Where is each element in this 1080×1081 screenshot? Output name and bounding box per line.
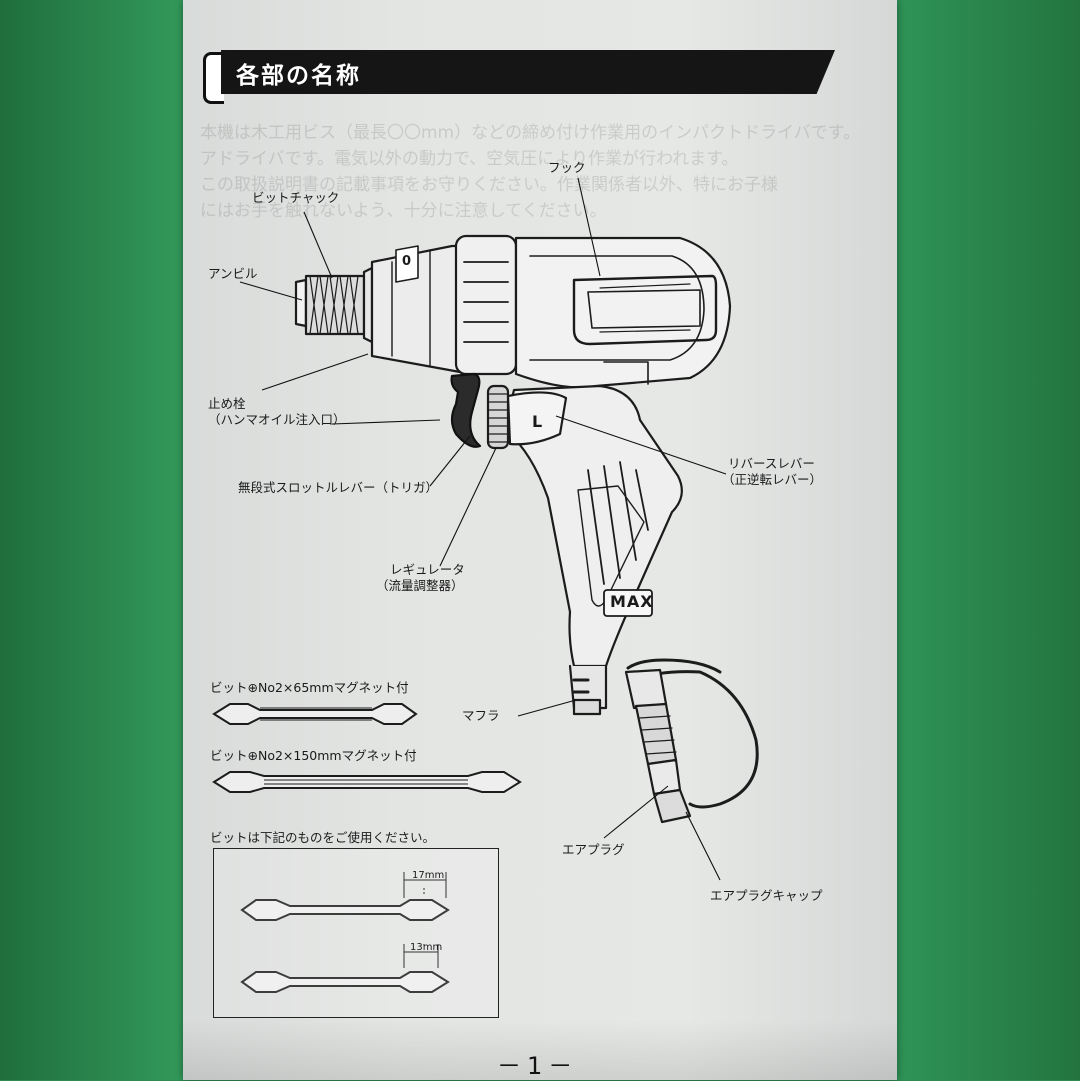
label-regulator: レギュレータ xyxy=(390,562,465,577)
label-hook: フック xyxy=(548,160,586,175)
label-air-plug: エアプラグ xyxy=(562,842,625,857)
title-bar xyxy=(221,50,835,94)
background-text-line: この取扱説明書の記載事項をお守りください。作業関係者以外、特にお子様 xyxy=(200,175,778,195)
brand-logo: MAX xyxy=(610,592,654,611)
page-shadow xyxy=(183,1020,897,1080)
desk-background-left xyxy=(0,0,185,1080)
recommended-bit-short xyxy=(240,971,450,993)
label-muffler: マフラ xyxy=(462,708,500,723)
dimension-lines xyxy=(403,872,447,968)
label-anvil: アンビル xyxy=(208,266,258,281)
leader-lines xyxy=(239,177,727,881)
bit-65mm-drawing xyxy=(212,703,418,725)
label-reverse-lever-note: （正逆転レバー） xyxy=(722,472,823,487)
section-tab xyxy=(203,52,224,104)
label-regulator-note: （流量調整器） xyxy=(376,578,464,593)
nose-housing xyxy=(370,244,462,374)
trigger xyxy=(450,372,482,448)
dial-mark: 0 xyxy=(402,254,412,269)
label-reverse-lever: リバースレバー xyxy=(728,456,815,471)
page-title: 各部の名称 xyxy=(236,63,361,89)
brand-plate xyxy=(603,589,653,617)
recommended-bits-box xyxy=(213,848,499,1018)
dimension-17mm: 17mm xyxy=(412,870,445,881)
hook xyxy=(572,274,718,346)
background-text-line: アドライバです。電気以外の動力で、空気圧により作業が行われます。 xyxy=(200,149,739,169)
recommended-bit-long xyxy=(240,899,450,921)
background-text-line: 本機は木工用ビス（最長〇〇mm）などの締め付け作業用のインパクトドライバです。 xyxy=(200,123,861,143)
grip xyxy=(502,384,683,668)
dimension-13mm: 13mm xyxy=(410,942,443,953)
label-bit-chuck: ビットチャック xyxy=(252,190,340,205)
desk-background-right xyxy=(895,0,1080,1080)
page-number: －1－ xyxy=(497,1052,579,1080)
background-text-line: にはお手を触れないよう、十分に注意してください。 xyxy=(200,201,607,221)
air-hose xyxy=(624,658,759,824)
manual-page xyxy=(183,0,897,1080)
main-body xyxy=(514,236,732,389)
lever-mark: L xyxy=(532,412,543,431)
bit-chuck xyxy=(304,266,374,344)
muffler xyxy=(568,664,608,716)
label-air-plug-cap: エアプラグキャップ xyxy=(710,888,823,903)
label-stopper-plug: 止め栓 xyxy=(208,396,246,411)
front-ring xyxy=(454,234,518,376)
caption-bit-150mm: ビット⊕No2×150mmマグネット付 xyxy=(210,748,417,763)
tool-illustration xyxy=(212,177,759,993)
bit-150mm-drawing xyxy=(212,771,522,793)
caption-bit-65mm: ビット⊕No2×65mmマグネット付 xyxy=(210,680,409,695)
reverse-lever xyxy=(506,391,568,446)
label-stopper-plug-note: （ハンマオイル注入口） xyxy=(208,412,346,427)
label-throttle-lever: 無段式スロットルレバー（トリガ） xyxy=(238,480,439,495)
regulator-dial xyxy=(486,384,510,450)
caption-bit-note: ビットは下記のものをご使用ください。 xyxy=(210,830,436,845)
